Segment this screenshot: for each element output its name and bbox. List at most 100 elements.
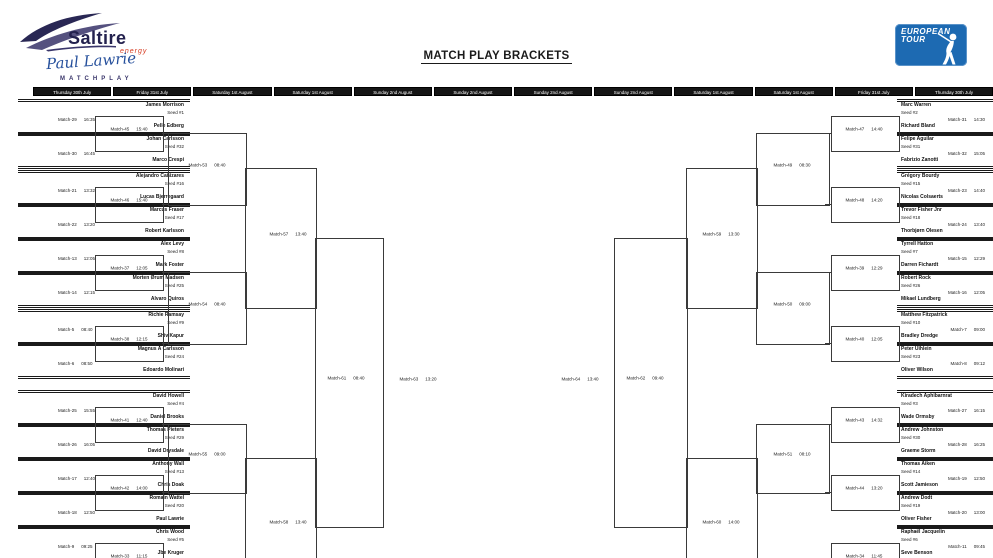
- connector-box: [831, 407, 900, 443]
- match-number: Match-49: [773, 162, 793, 167]
- connector-box: [95, 543, 164, 558]
- match-number: Match-26: [58, 442, 77, 447]
- match-time: 08:40: [81, 327, 93, 332]
- connector-box: [95, 326, 164, 362]
- match-time: 13:30: [728, 231, 740, 236]
- match-number: Match-8: [950, 361, 967, 366]
- match-time: 12:29: [973, 256, 985, 261]
- player1-name: Felipe Aguilar: [901, 136, 934, 142]
- player1-name: Magnus A Carlsson: [137, 346, 184, 352]
- match-time: 12:15: [83, 290, 96, 295]
- match-number: Match-6: [58, 361, 75, 366]
- connector-stub: [825, 204, 831, 205]
- match-time: 13:40: [295, 231, 307, 236]
- connector-stub: [162, 424, 168, 425]
- player1-name: Alejandro Cañizares: [135, 173, 184, 179]
- match-time: 14:00: [728, 519, 740, 525]
- player2-name: Seve Benson: [901, 550, 933, 556]
- match-time: 12:05: [83, 256, 96, 261]
- energy-wordmark: energy: [120, 48, 148, 55]
- player1-name: Andrew Johnston: [901, 427, 944, 433]
- match-number: Match-39: [845, 265, 865, 271]
- connector-box: [614, 238, 688, 528]
- player2-name: Marco Crespi: [152, 157, 184, 163]
- match-number: Match-59: [702, 231, 722, 236]
- player1-name: Trevor Fisher Jnr: [901, 207, 942, 213]
- match-time: 08:10: [799, 451, 811, 457]
- match-time: 08:40: [214, 162, 226, 167]
- connector-box: [686, 168, 758, 309]
- match-number: Match-31: [947, 117, 967, 122]
- match-number: Match-9: [58, 544, 75, 549]
- connector-stub: [825, 343, 831, 344]
- match-number: Match-45: [110, 126, 130, 132]
- match-time: 12:40: [136, 417, 148, 423]
- player2-name: Wade Ormsby: [901, 414, 935, 420]
- player2-name: Bradley Dredge: [901, 333, 938, 339]
- player1-name: Johan Carlsson: [146, 136, 184, 142]
- match-number: Match-21: [58, 188, 77, 193]
- match-time: 13:20: [871, 485, 883, 491]
- match-time: 09:12: [973, 361, 985, 366]
- match-number: Match-34: [845, 553, 865, 558]
- seed-label: Seed #23: [901, 354, 921, 359]
- date-header-cell: Thursday 30th July: [914, 87, 993, 96]
- connector-stub: [162, 272, 168, 273]
- connector-stub: [162, 492, 168, 493]
- connector-box: [831, 187, 900, 223]
- page-title: MATCH PLAY BRACKETS: [421, 50, 572, 64]
- match-number: Match-42: [110, 485, 130, 491]
- match-time: 12:50: [83, 510, 96, 515]
- player2-name: Lucas Bjerregaard: [140, 194, 184, 200]
- match-number: Match-63: [399, 376, 419, 382]
- connector-stub: [162, 133, 168, 134]
- player1-name: Marcus Fraser: [149, 207, 184, 213]
- match-number: Match-54: [188, 301, 208, 306]
- player1-name: Tyrrell Hatton: [901, 241, 934, 247]
- seed-label: Seed #1: [167, 110, 184, 115]
- match-number: Match-38: [110, 336, 130, 342]
- match-time: 15:55: [83, 408, 96, 413]
- match-time: 09:00: [973, 327, 985, 332]
- player2-name: Pelle Edberg: [153, 123, 184, 129]
- european-tour-logo: EUROPEAN TOUR: [895, 24, 967, 66]
- match-time: 13:32: [83, 188, 96, 193]
- connector-stub: [825, 424, 831, 425]
- match-time: 13:00: [973, 510, 985, 515]
- date-header-cell: Saturday 1st August: [754, 87, 833, 96]
- match-number: Match-27: [947, 408, 967, 413]
- match-time: 13:40: [587, 376, 599, 382]
- seed-label: Seed #15: [901, 181, 921, 186]
- seed-label: Seed #9: [167, 320, 184, 325]
- match-time: 14:40: [871, 126, 883, 132]
- match-time: 12:05: [871, 336, 883, 342]
- connector-box: [245, 168, 317, 309]
- player2-name: Fabrizio Zanotti: [901, 157, 939, 163]
- player2-name: Edoardo Molinari: [143, 367, 184, 373]
- match-time: 11:15: [136, 553, 148, 558]
- connector-box: [315, 238, 384, 528]
- date-header-cell: Thursday 30th July: [33, 87, 112, 96]
- match-number: Match-50: [773, 301, 793, 306]
